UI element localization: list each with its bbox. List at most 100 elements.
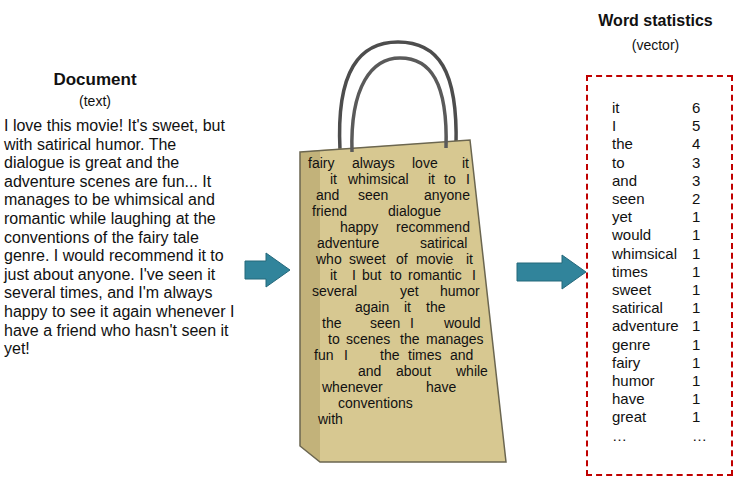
bag-word: and — [358, 364, 381, 378]
word-count: 1 — [692, 337, 700, 352]
bag-word: to — [390, 268, 402, 282]
word-term: have — [612, 391, 645, 406]
bag-word: love — [412, 156, 438, 170]
word-count: 1 — [692, 318, 700, 333]
word-term: whimsical — [612, 246, 677, 261]
word-term: seen — [612, 191, 645, 206]
bag-word: it — [330, 268, 337, 282]
bag-word: the — [400, 332, 419, 346]
word-count: 4 — [692, 136, 700, 151]
word-term: humor — [612, 373, 655, 388]
bag-word: whimsical — [348, 172, 409, 186]
document-subheading: (text) — [0, 93, 190, 110]
word-count: 1 — [692, 264, 700, 279]
bag-word: manages — [426, 332, 484, 346]
word-count: 1 — [692, 355, 700, 370]
word-term: the — [612, 136, 633, 151]
bag-word: have — [426, 380, 456, 394]
bag-word: adventure — [317, 236, 379, 250]
bag-word: I — [472, 268, 476, 282]
word-count: 2 — [692, 191, 700, 206]
bag-word: recommend — [396, 220, 470, 234]
bag-word: about — [396, 364, 431, 378]
word-term: would — [612, 227, 651, 242]
word-count: 1 — [692, 209, 700, 224]
word-term: adventure — [612, 318, 679, 333]
word-term: times — [612, 264, 648, 279]
word-count: 1 — [692, 282, 700, 297]
bag-word: I — [410, 316, 414, 330]
bag-word: sweet — [349, 252, 386, 266]
bag-word: again — [355, 300, 389, 314]
bag-word: the — [426, 300, 445, 314]
word-count: 1 — [692, 227, 700, 242]
bag-word: fun — [314, 348, 333, 362]
word-term: satirical — [612, 300, 663, 315]
box-heading: Word statistics — [586, 12, 725, 30]
bag-word: it — [330, 172, 337, 186]
word-term: sweet — [612, 282, 651, 297]
bag-word: conventions — [338, 396, 413, 410]
word-term: and — [612, 173, 637, 188]
bag-word: always — [352, 156, 395, 170]
bag-word: I — [352, 268, 356, 282]
bag-word: anyone — [424, 188, 470, 202]
word-term: I — [612, 118, 616, 133]
block-arrow — [245, 253, 290, 287]
bag-word: satirical — [420, 236, 467, 250]
bag-word: and — [316, 188, 339, 202]
word-term: to — [612, 155, 625, 170]
bag-word: humor — [440, 284, 480, 298]
word-count: 3 — [692, 155, 700, 170]
bag-word: whenever — [322, 380, 383, 394]
bag-word: to — [444, 172, 456, 186]
word-term: genre — [612, 337, 650, 352]
word-count: 1 — [692, 409, 700, 424]
word-term: great — [612, 409, 646, 424]
word-term: fairy — [612, 355, 640, 370]
word-count: 1 — [692, 246, 700, 261]
bag-word: it — [466, 252, 473, 266]
bag-word: of — [396, 252, 408, 266]
bag-word: several — [312, 284, 357, 298]
document-heading: Document — [0, 70, 190, 90]
word-count: 1 — [692, 373, 700, 388]
word-count: 1 — [692, 391, 700, 406]
bag-word: fairy — [308, 156, 334, 170]
bag-word: it — [404, 300, 411, 314]
word-count: 6 — [692, 100, 700, 115]
bag-word: seen — [370, 316, 400, 330]
bag-word: I — [344, 348, 348, 362]
word-term: yet — [612, 209, 632, 224]
bag-word: dialogue — [388, 204, 441, 218]
bag-word: it — [428, 172, 435, 186]
block-arrow — [517, 255, 586, 289]
word-term: it — [612, 100, 620, 115]
bag-word: the — [322, 316, 341, 330]
document-text: I love this movie! It's sweet, but with … — [4, 117, 240, 359]
word-count: 1 — [692, 300, 700, 315]
word-count: … — [692, 428, 707, 443]
bag-word: who — [316, 252, 342, 266]
bag-word: the — [380, 348, 399, 362]
bag-word: it — [462, 156, 469, 170]
bag-word: would — [444, 316, 481, 330]
bag-word: romantic — [408, 268, 462, 282]
bag-word: friend — [312, 204, 347, 218]
bag-word: with — [318, 412, 343, 426]
box-heading: (vector) — [586, 36, 725, 54]
bag-word: but — [362, 268, 381, 282]
bag-word: scenes — [346, 332, 390, 346]
bag-word: I — [466, 172, 470, 186]
word-bag: fairyalwaysloveititwhimsicalittoIandseen… — [296, 30, 511, 470]
word-statistics-box: Word statistics(vector)it6I5the4to3and3s… — [586, 75, 733, 476]
bag-front — [320, 140, 506, 462]
bag-word: happy — [340, 220, 378, 234]
bag-word: while — [456, 364, 488, 378]
bag-word: times — [408, 348, 441, 362]
bag-edge — [300, 140, 506, 462]
word-count: 5 — [692, 118, 700, 133]
bag-word: movie — [416, 252, 453, 266]
bag-handle — [352, 58, 446, 152]
bag-word: to — [328, 332, 340, 346]
